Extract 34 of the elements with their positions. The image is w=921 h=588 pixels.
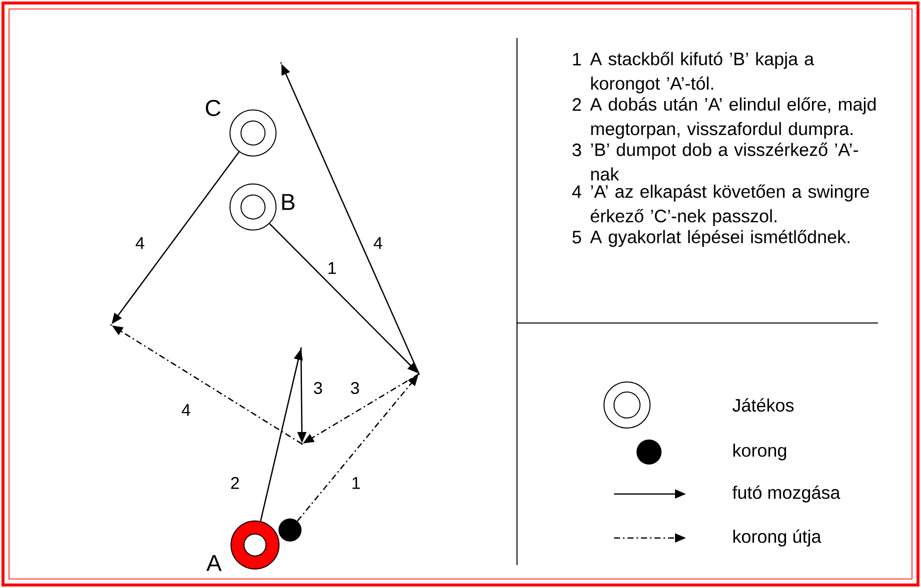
arrow-tip: [110, 324, 112, 326]
player-label: C: [206, 100, 220, 116]
arrow-tip: [300, 347, 302, 349]
step-text: A dobás után ’A’ elindul előre, majd megtorpan, visszafordul dumpra.: [590, 97, 876, 139]
step-number: 1: [573, 52, 581, 66]
edge-label: 4: [372, 236, 384, 250]
legend-text: korong útja: [733, 530, 822, 546]
step-text: ’A’ az elkapást követően a swingre érkező ’C’-nek passzol.: [590, 184, 869, 226]
player-circle: [230, 520, 280, 570]
player-label: B: [282, 194, 294, 210]
player-circle: [230, 109, 276, 156]
step-text: A stackből kifutó ’B’ kapja a korongot ’A’-tól.: [590, 52, 814, 94]
legend-text: Játékos: [732, 398, 794, 412]
arrow-tip: [301, 443, 303, 445]
step-text: ’B’ dumpot dob a visszérkező ’A’-nak: [591, 142, 858, 181]
step-number: 2: [572, 98, 581, 111]
step-number: 4: [572, 186, 582, 198]
edge-label: 4: [180, 403, 192, 417]
arrow-tip: [418, 373, 420, 375]
edge-label: 3: [312, 380, 324, 395]
step-text: A gyakorlat lépései ismétlődnek.: [590, 230, 850, 247]
edge-label: 1: [350, 476, 362, 490]
edge-label: 3: [349, 380, 361, 395]
edge-label: 1: [326, 261, 338, 275]
player-label: A: [206, 555, 222, 571]
arrow-tip: [280, 62, 282, 64]
legend-text: korong: [733, 444, 786, 460]
step-number: 3: [572, 144, 582, 156]
puck: [278, 518, 302, 542]
player-circle: [230, 184, 276, 230]
legend-text: futó mozgása: [732, 486, 840, 502]
edge-label: 4: [134, 236, 146, 250]
edge-label: 2: [229, 476, 241, 490]
step-number: 5: [572, 230, 582, 244]
